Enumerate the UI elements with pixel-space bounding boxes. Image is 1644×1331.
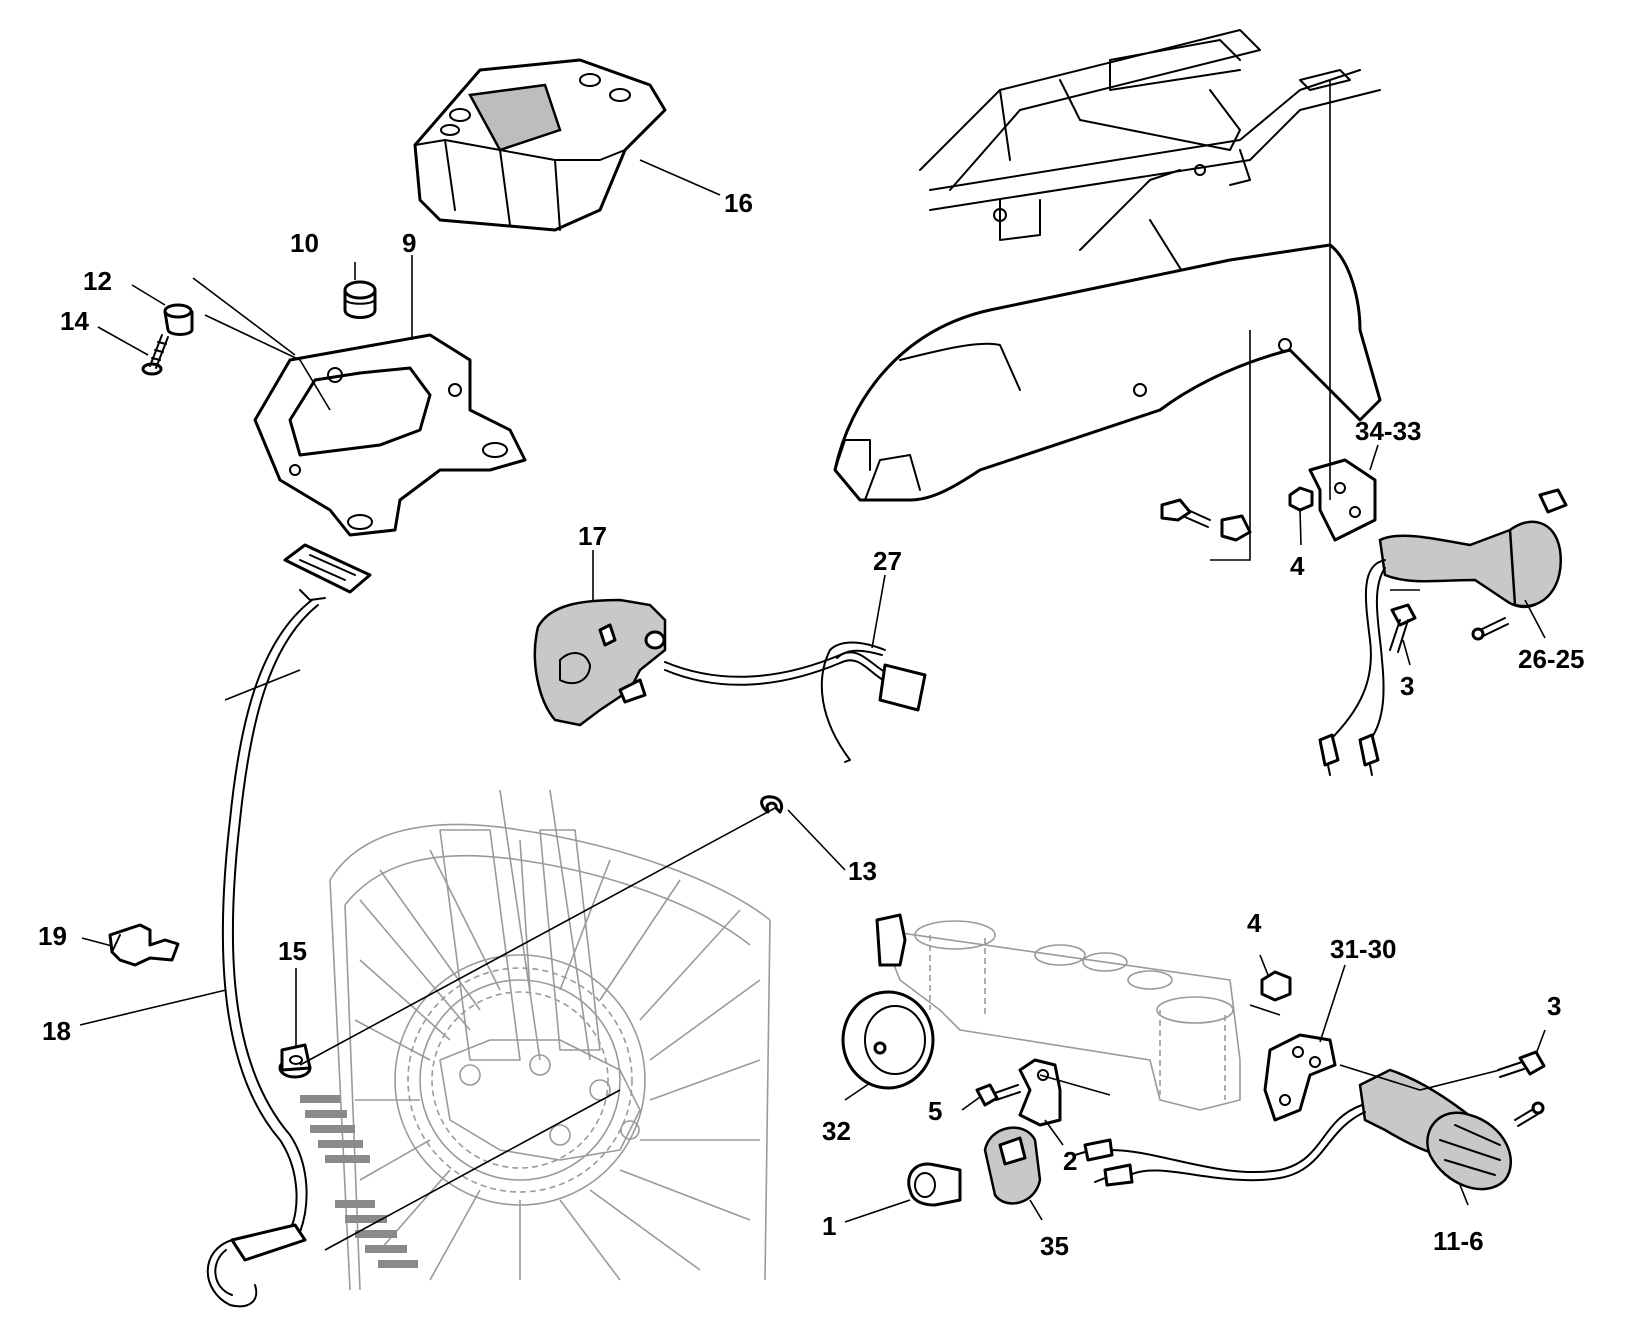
callout-35: 35 [1040, 1231, 1069, 1261]
callout-13: 13 [848, 856, 877, 886]
part-5-screw [975, 1083, 1021, 1107]
part-4-nut-bottom [1260, 970, 1292, 1002]
callout-26-25: 26-25 [1518, 644, 1585, 674]
rear-fender [833, 243, 1382, 502]
callout-15: 15 [278, 936, 307, 966]
callout-12: 12 [83, 266, 112, 296]
triple-clamp-ghost [879, 920, 1241, 1111]
leader-lines [79, 80, 1546, 1251]
part-9-instrument-bracket [253, 333, 527, 537]
rear-subframe [919, 29, 1381, 301]
part-18-speedometer-cable [206, 543, 372, 1308]
part-15-grommet [278, 1043, 312, 1079]
callout-27: 27 [873, 546, 902, 576]
part-35-switch [983, 1126, 1042, 1205]
callout-5: 5 [928, 1096, 942, 1126]
part-1-plug [907, 1162, 962, 1207]
part-3-screw-top [1389, 603, 1417, 653]
callout-14: 14 [60, 306, 89, 336]
callout-16: 16 [724, 188, 753, 218]
part-11-6-front-turn-signal [1074, 1068, 1512, 1191]
callout-31-30: 31-30 [1330, 934, 1397, 964]
part-12-spacer [163, 303, 194, 336]
part-10-grommet [343, 280, 377, 319]
callout-32: 32 [822, 1116, 851, 1146]
callout-4-bottom: 4 [1247, 908, 1262, 938]
callout-11-6: 11-6 [1433, 1226, 1484, 1256]
callout-9: 9 [402, 228, 416, 258]
callout-3-bottom: 3 [1547, 991, 1561, 1021]
callout-labels: 16 10 9 12 14 17 27 34-33 4 3 26-25 13 1… [38, 188, 1585, 1261]
callout-19: 19 [38, 921, 67, 951]
front-wheel-ghost [300, 789, 771, 1291]
part-32-horn [841, 913, 935, 1090]
part-19-cable-clip [108, 923, 180, 967]
part-2-horn-bracket [1018, 1058, 1062, 1127]
rear-screws [1160, 498, 1252, 542]
part-17-handlebar-switch [533, 598, 927, 763]
part-34-33-rear-bracket [1308, 458, 1377, 542]
part-4-nut-top [1288, 486, 1314, 512]
part-26-25-rear-turn-signal [1318, 488, 1568, 776]
callout-2: 2 [1063, 1146, 1077, 1176]
part-14-screw [141, 334, 169, 376]
signal-screw-top [1471, 617, 1509, 641]
callout-17: 17 [578, 521, 607, 551]
callout-1: 1 [822, 1211, 836, 1241]
part-31-30-front-bracket [1263, 1033, 1337, 1122]
callout-18: 18 [42, 1016, 71, 1046]
callout-3-top: 3 [1400, 671, 1414, 701]
part-3-screw-bottom [1497, 1050, 1546, 1078]
callout-10: 10 [290, 228, 319, 258]
signal-screw-bottom [1514, 1101, 1545, 1127]
part-16-instrument-housing [413, 58, 667, 232]
callout-34-33: 34-33 [1355, 416, 1422, 446]
callout-4-top: 4 [1290, 551, 1305, 581]
part-13-circlip [760, 795, 784, 814]
